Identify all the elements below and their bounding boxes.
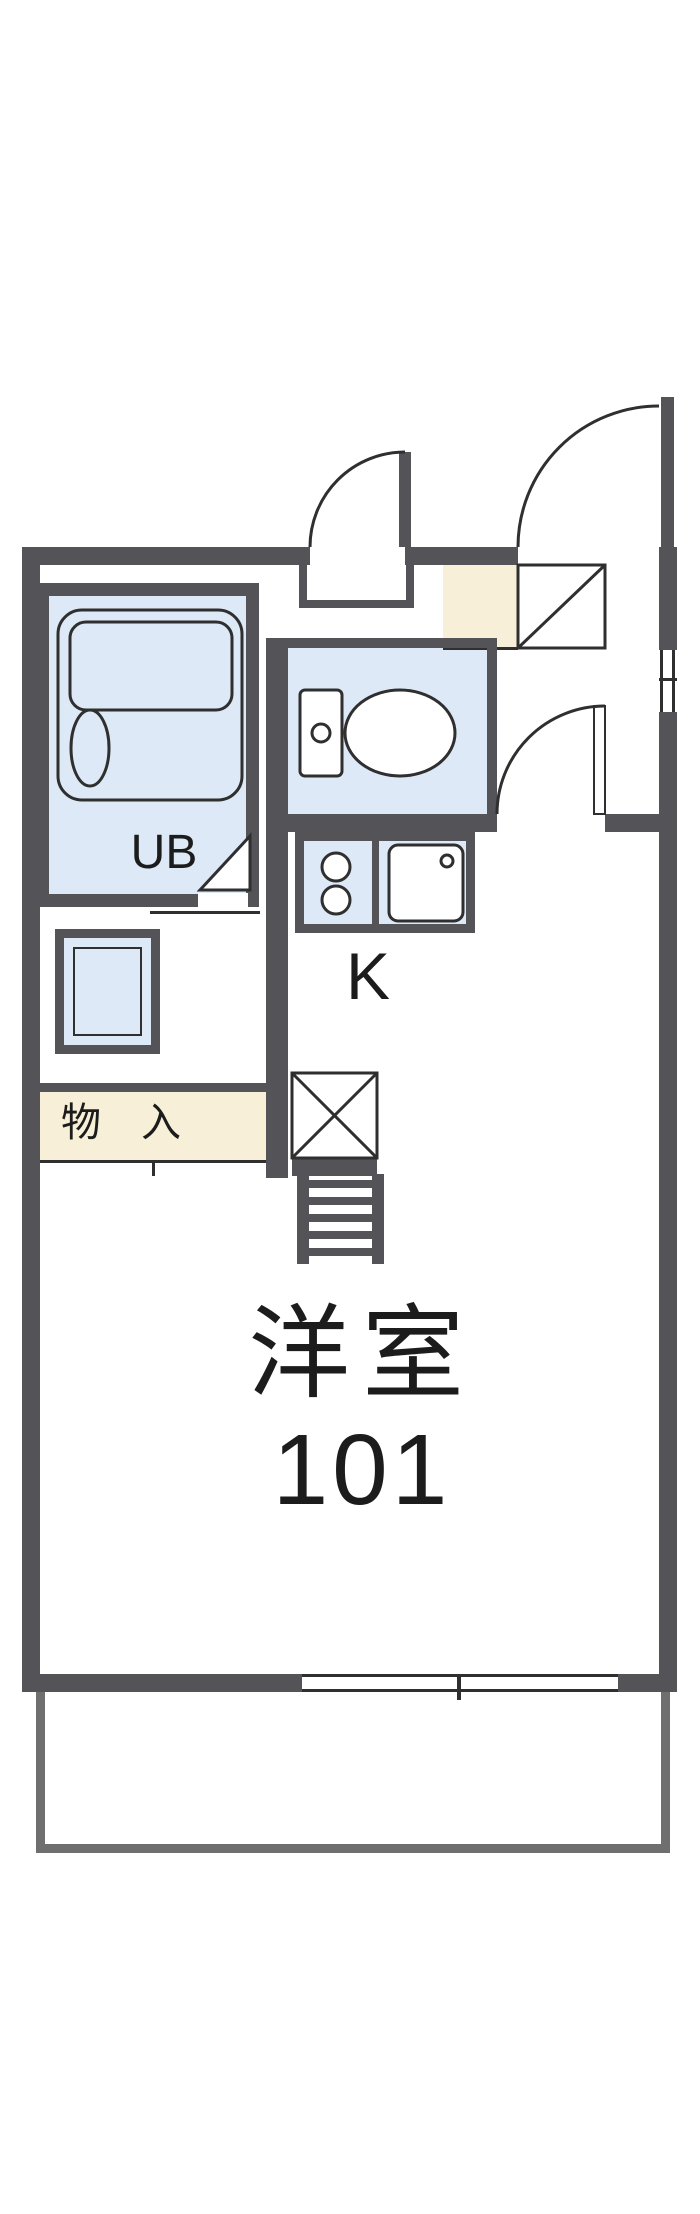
- alcove-door: [308, 450, 411, 548]
- hall-wall-left: [266, 814, 497, 832]
- ladder-rail-right: [372, 1174, 384, 1264]
- ladder-rung: [309, 1231, 372, 1239]
- balcony-wall-bottom: [36, 1844, 670, 1853]
- alcove-door-panel: [399, 452, 411, 547]
- hall-door-panel: [593, 705, 606, 815]
- ladder-rung: [309, 1197, 372, 1205]
- main-room-window: [302, 1674, 618, 1700]
- entrance-door-arc: [516, 404, 660, 548]
- bathroom-door-track: [150, 911, 260, 914]
- hall-door: [495, 704, 606, 815]
- washing-machine-space: [55, 929, 160, 1054]
- top-wall-left: [22, 547, 310, 565]
- loft-ladder: [297, 1174, 384, 1264]
- closet-top-wall: [40, 1083, 266, 1092]
- ladder-rung: [309, 1248, 372, 1256]
- unit-bath-frame: [36, 583, 259, 907]
- unit-bath-door-opening: [198, 893, 248, 908]
- entrance-shoe-box: [516, 563, 607, 650]
- stove-burner-1: [320, 851, 352, 883]
- entrance-step-line: [443, 647, 518, 650]
- room-number-label: 101: [272, 1414, 452, 1526]
- refrigerator-space: [290, 1071, 379, 1160]
- core-vertical-wall: [266, 638, 288, 1178]
- kitchen-counter: [295, 832, 475, 933]
- toilet-right-wall: [487, 638, 497, 814]
- sink-drain: [439, 853, 455, 869]
- kitchen-label: K: [345, 939, 391, 1013]
- ladder-rung: [309, 1180, 372, 1188]
- counter-divider: [372, 841, 379, 929]
- toilet-fixture: [298, 688, 457, 778]
- unit-bath: [36, 583, 260, 914]
- right-wall-upper: [659, 547, 677, 650]
- left-wall: [22, 547, 40, 1692]
- entrance-door: [516, 397, 674, 548]
- stove-burner-2: [320, 884, 352, 916]
- bottom-wall-right: [618, 1674, 677, 1692]
- entrance-floor: [443, 565, 518, 650]
- toilet-top-wall: [288, 638, 497, 648]
- toilet-bowl: [343, 688, 457, 778]
- hall-wall-right: [605, 814, 659, 832]
- kitchen-room-wall-stub: [292, 1158, 377, 1176]
- top-wall-middle: [405, 547, 518, 565]
- kitchen-sink: [387, 843, 465, 923]
- entrance-door-panel: [661, 397, 674, 547]
- closet-front: [40, 1083, 266, 1176]
- interior-walls: [266, 638, 659, 1178]
- closet-floor: [40, 1083, 266, 1163]
- bathtub: [56, 608, 244, 802]
- ladder-rung: [309, 1214, 372, 1222]
- alcove-door-arc: [308, 450, 406, 548]
- bathroom-door-swing: [196, 832, 252, 892]
- right-wall-window: [659, 650, 677, 712]
- bathtub-inner: [68, 620, 234, 712]
- bath-oval: [69, 708, 111, 788]
- unit-bath-label: UB: [130, 826, 198, 879]
- room-name-label: 洋室: [248, 1297, 476, 1411]
- window-center-tick: [457, 1674, 461, 1700]
- door-alcove: [299, 565, 414, 608]
- balcony: [36, 1692, 670, 1853]
- exterior-walls: [22, 547, 677, 1692]
- right-wall-lower: [659, 712, 677, 1692]
- toilet-flush-button: [310, 722, 332, 744]
- closet-label: 物 入: [61, 1101, 181, 1145]
- balcony-wall-right: [661, 1692, 670, 1853]
- bottom-wall-left: [22, 1674, 302, 1692]
- ladder-rail-left: [297, 1174, 309, 1264]
- closet-door-tick: [152, 1160, 155, 1176]
- balcony-wall-left: [36, 1692, 45, 1853]
- hall-door-arc: [495, 704, 606, 815]
